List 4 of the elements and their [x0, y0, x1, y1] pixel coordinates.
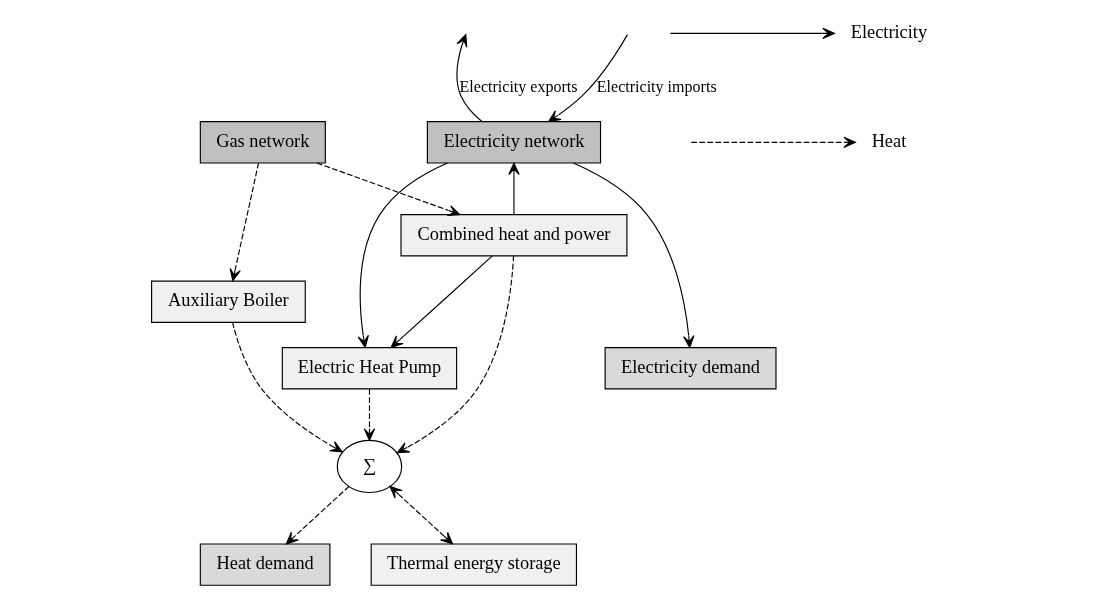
edge-label: Electricity imports	[596, 78, 717, 96]
edge-label: Electricity exports	[459, 78, 578, 96]
legend-label: Electricity	[850, 21, 928, 42]
legend-label: Heat	[871, 130, 907, 151]
